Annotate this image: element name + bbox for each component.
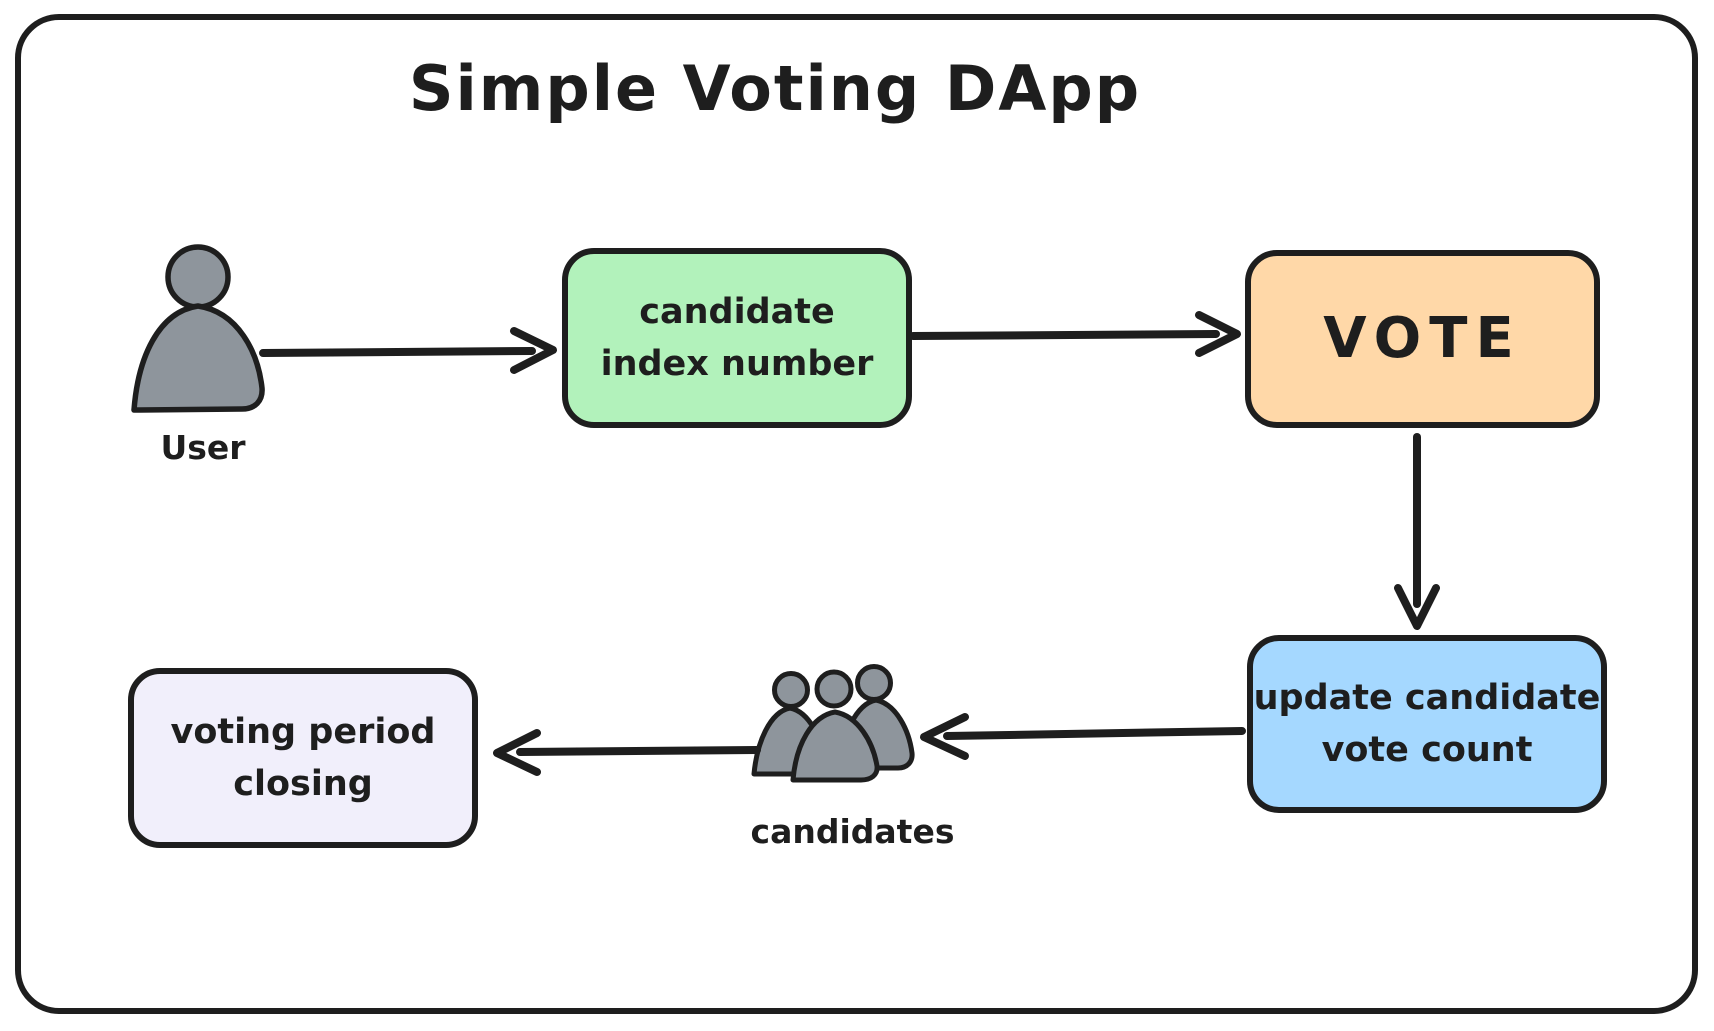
arrow-candidates-to-voting-period bbox=[493, 729, 761, 776]
arrow-user-to-candidate-index bbox=[259, 327, 557, 374]
node-update-count-line2: vote count bbox=[1321, 730, 1533, 770]
node-update-count-line1: update candidate bbox=[1253, 677, 1601, 718]
node-vote-label: VOTE bbox=[1323, 306, 1522, 371]
person-icon bbox=[131, 244, 265, 413]
user-label: User bbox=[160, 428, 246, 467]
arrow-update-count-to-candidates bbox=[920, 713, 1246, 760]
diagram-border-frame bbox=[15, 14, 1698, 1014]
node-vote: VOTE bbox=[1245, 250, 1600, 428]
node-candidate-index-line2: index number bbox=[600, 344, 874, 384]
node-candidate-index-number: candidate index number bbox=[562, 248, 912, 428]
node-candidate-index-line1: candidate bbox=[639, 291, 835, 332]
candidates-label: candidates bbox=[750, 812, 955, 851]
node-voting-period-line2: closing bbox=[233, 764, 373, 804]
node-voting-period-line1: voting period bbox=[170, 711, 436, 752]
node-voting-period-closing: voting period closing bbox=[128, 668, 478, 848]
arrow-candidate-index-to-vote bbox=[909, 311, 1241, 357]
diagram-title: Simple Voting DApp bbox=[408, 52, 1142, 125]
arrow-vote-to-update-count bbox=[1394, 433, 1440, 630]
node-update-candidate-vote-count: update candidate vote count bbox=[1247, 635, 1607, 813]
people-group-icon bbox=[751, 664, 915, 783]
